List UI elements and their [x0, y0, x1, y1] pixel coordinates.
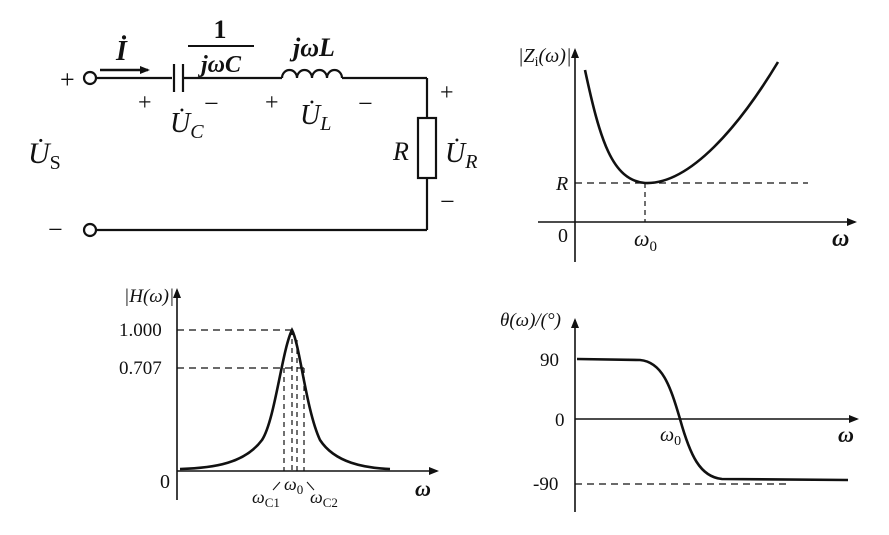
- phase-w0-symbol: ω: [660, 424, 674, 446]
- ul-symbol: U̇: [300, 100, 322, 131]
- impedance-ylabel: |Zi(ω)|: [518, 45, 571, 70]
- impedance-r-tick: R: [555, 173, 568, 195]
- magnitude-tick-high: 1.000: [119, 320, 162, 341]
- magnitude-w0-tick: ω0: [284, 474, 303, 497]
- impedance-w0-symbol: ω: [634, 226, 650, 251]
- cap-fraction-den: jωC: [197, 52, 242, 78]
- uc-minus: −: [204, 89, 219, 118]
- impedance-ylabel-sub: i: [535, 55, 539, 70]
- phase-w0-tick: ω0: [660, 424, 681, 449]
- inductor-label: jωL: [289, 33, 335, 62]
- ur-sub: R: [464, 151, 477, 173]
- phase-tick-pos: 90: [540, 350, 559, 371]
- ul-minus: −: [358, 89, 373, 118]
- phase-curve: [576, 357, 849, 482]
- impedance-w0-tick: ω0: [634, 226, 657, 255]
- phase-plot: θ(ω)/(°) 90 0 -90 ω0 ω: [500, 310, 859, 512]
- ul-plus: +: [265, 90, 279, 116]
- source-minus: −: [48, 215, 63, 244]
- magnitude-tick-mid: 0.707: [119, 358, 162, 379]
- ur-minus: −: [440, 187, 455, 216]
- magnitude-wc1-symbol: ω: [252, 487, 265, 507]
- phase-w0-sub: 0: [674, 434, 681, 449]
- circuit-diagram: [82, 64, 438, 238]
- magnitude-w0-symbol: ω: [284, 474, 297, 494]
- magnitude-wc1-sub: C1: [265, 495, 280, 510]
- impedance-curve: [583, 61, 780, 185]
- magnitude-wc2-tick: ωC2: [310, 487, 338, 510]
- uc-symbol: U̇: [170, 108, 192, 139]
- impedance-w0-sub: 0: [650, 239, 658, 255]
- bottom-terminal: [82, 222, 98, 238]
- current-label: İ: [115, 36, 128, 67]
- ur-symbol: U̇: [445, 138, 467, 169]
- phase-xlabel: ω: [838, 422, 854, 447]
- ur-label: U̇R: [445, 138, 477, 173]
- uc-plus: +: [138, 90, 152, 116]
- impedance-ylabel-end: (ω)|: [539, 45, 572, 67]
- magnitude-w0-sub: 0: [297, 482, 304, 497]
- magnitude-ylabel: |H(ω)|: [124, 286, 174, 307]
- magnitude-wc2-sub: C2: [323, 495, 338, 510]
- resistor-label: R: [392, 137, 409, 166]
- uc-sub: C: [190, 121, 204, 143]
- source-voltage-symbol: U̇: [28, 137, 52, 170]
- impedance-ylabel-main: |Z: [518, 45, 535, 67]
- impedance-xlabel: ω: [832, 226, 849, 252]
- phase-tick-zero: 0: [555, 410, 565, 431]
- source-voltage-sub: S: [50, 152, 61, 174]
- magnitude-wc1-tick: ωC1: [252, 487, 280, 510]
- phase-ylabel: θ(ω)/(°): [500, 310, 561, 331]
- magnitude-xlabel: ω: [415, 476, 431, 501]
- inductor-coil: [280, 68, 344, 79]
- source-plus: +: [60, 65, 75, 94]
- magnitude-wc2-leader: [306, 481, 315, 491]
- ul-sub: L: [319, 113, 331, 135]
- resistor-body: [416, 116, 438, 180]
- uc-label: U̇C: [170, 108, 204, 143]
- impedance-origin: 0: [558, 225, 568, 247]
- magnitude-curve: [179, 327, 391, 471]
- magnitude-wc1-leader: [272, 481, 281, 491]
- magnitude-origin: 0: [160, 471, 170, 493]
- cap-fraction-num: 1: [214, 15, 227, 44]
- top-terminal: [82, 70, 98, 86]
- ul-label: U̇L: [300, 100, 331, 135]
- magnitude-wc2-symbol: ω: [310, 487, 323, 507]
- phase-tick-neg: -90: [533, 474, 558, 495]
- source-voltage-label: U̇S: [28, 137, 61, 174]
- impedance-plot: |Zi(ω)| R 0 ω0 ω: [518, 45, 857, 262]
- magnitude-plot: |H(ω)| 1.000 0.707 0 ω ω0 ωC1 ωC2: [119, 286, 439, 510]
- ur-plus: +: [440, 80, 454, 106]
